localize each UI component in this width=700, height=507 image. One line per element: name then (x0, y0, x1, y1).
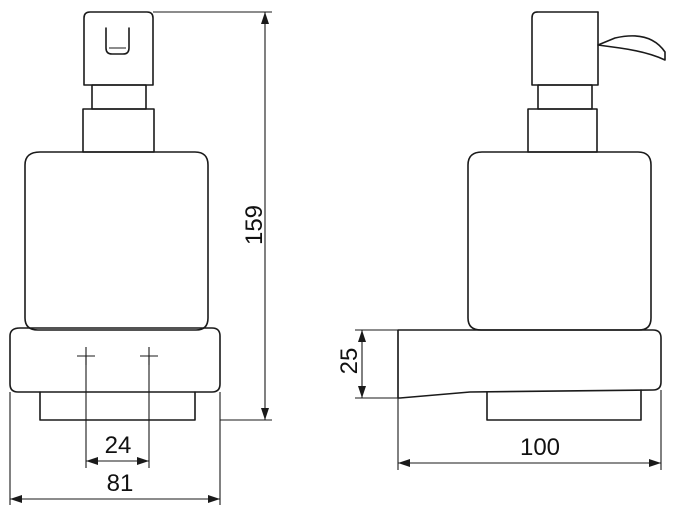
side-glass-body (467, 151, 652, 331)
front-glass-body (24, 151, 209, 331)
side-pump-stem (537, 84, 593, 110)
front-base-cup (39, 391, 196, 421)
side-wall-bracket (397, 329, 662, 399)
dimension-bracket-height: 25 (336, 329, 398, 399)
front-pump-head (83, 11, 154, 86)
dimension-bracket-height-label: 25 (336, 348, 363, 375)
front-pump-stem (91, 84, 147, 110)
dimension-width-front-label: 81 (107, 470, 134, 497)
side-collar (527, 108, 598, 153)
front-collar (82, 108, 155, 153)
front-holder-bracket (9, 327, 221, 393)
dimension-depth-side: 100 (397, 390, 662, 470)
dimension-width-front: 81 (9, 392, 221, 505)
front-view (9, 11, 221, 421)
dimension-depth-side-label: 100 (520, 434, 560, 461)
side-view (397, 11, 666, 421)
dimension-height-label: 159 (241, 205, 268, 245)
dimension-mount-spacing: 24 (85, 356, 150, 468)
dimension-mount-spacing-label: 24 (105, 432, 132, 459)
dimension-height: 159 (153, 11, 272, 421)
side-base-cup (486, 389, 642, 421)
side-pump-head (531, 11, 666, 86)
front-pump-button (105, 27, 130, 55)
